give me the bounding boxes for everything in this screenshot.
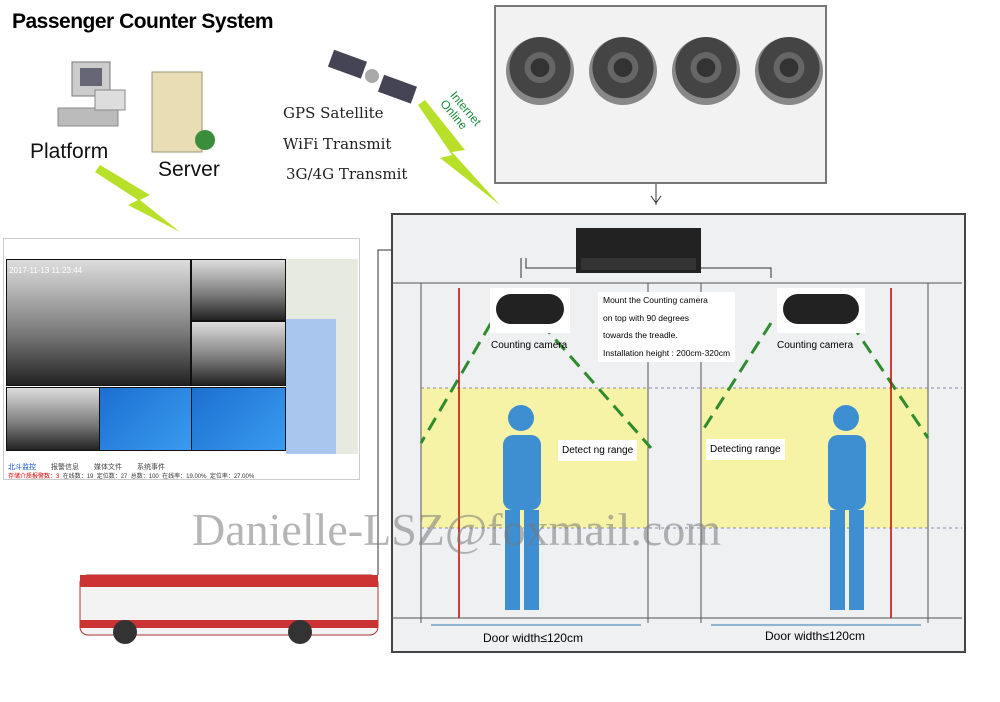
counting-camera-left-icon (490, 288, 570, 333)
note-line: towards the treadle. (603, 330, 678, 340)
wifi-label: WiFi Transmit (283, 135, 392, 153)
tab-alarm[interactable]: 报警信息 (51, 464, 79, 471)
note-line: Mount the Counting camera (603, 295, 708, 305)
mdvr-device (576, 228, 701, 273)
dome-camera-icon (755, 37, 823, 105)
monitoring-software-screenshot: 2017-11-13 11:23:44 北斗监控 报警信息 媒体文件 系统事件 … (3, 238, 360, 480)
watermark: Danielle-LSZ@foxmail.com (192, 504, 722, 555)
software-tabs: 北斗监控 报警信息 媒体文件 系统事件 (8, 462, 165, 472)
note-line: Installation height : 200cm-320cm (603, 347, 731, 358)
human-figure-left (503, 405, 541, 610)
status-online: 在线数：19 (62, 474, 94, 480)
door-width-right: Door width≤120cm (765, 629, 865, 643)
computer-icon (57, 61, 126, 127)
detecting-range-right: Detecting range (706, 439, 785, 460)
video-timestamp: 2017-11-13 11:23:44 (9, 266, 83, 275)
dome-camera-group (494, 5, 827, 184)
tab-monitor[interactable]: 北斗监控 (8, 464, 36, 471)
human-figure-right (828, 405, 866, 610)
dome-camera-icon (672, 37, 740, 105)
status-located-rate: 定位率：27.00% (209, 474, 255, 480)
tab-events[interactable]: 系统事件 (137, 464, 165, 471)
installation-note: Mount the Counting camera on top with 90… (598, 292, 735, 362)
counting-camera-left-label: Counting camera (491, 340, 568, 351)
satellite-icon (327, 49, 417, 104)
bus-icon (79, 574, 379, 644)
map-panel[interactable] (286, 259, 358, 454)
video-5 (99, 387, 192, 451)
video-6 (191, 387, 286, 451)
cellular-label: 3G/4G Transmit (286, 165, 408, 183)
installation-lines (391, 228, 962, 626)
status-alarm: 存储介质报警数：3 (8, 474, 60, 480)
status-bar: 存储介质报警数：3 在线数：19 定位数：27 总数：100 在线率：19.00… (8, 471, 254, 480)
status-total: 总数：100 (130, 474, 159, 480)
lightning-bolt (95, 100, 500, 232)
video-3 (191, 321, 286, 386)
status-located: 定位数：27 (96, 474, 128, 480)
detecting-range-left: Detect ng range (558, 440, 638, 461)
server-icon (151, 71, 215, 153)
video-2 (191, 259, 286, 321)
dome-camera-icon (589, 37, 657, 105)
door-width-left: Door width≤120cm (483, 631, 583, 645)
gps-label: GPS Satellite (283, 104, 384, 122)
page-title: Passenger Counter System (12, 10, 274, 33)
note-line: on top with 90 degrees (603, 312, 690, 323)
status-online-rate: 在线率：19.00% (162, 474, 207, 480)
server-label: Server (158, 158, 220, 181)
counting-camera-right-icon (777, 288, 865, 333)
tab-media[interactable]: 媒体文件 (94, 464, 122, 471)
counting-camera-right-label: Counting camera (777, 340, 854, 351)
video-main: 2017-11-13 11:23:44 (6, 259, 191, 386)
dome-camera-icon (506, 37, 574, 105)
platform-label: Platform (30, 140, 109, 163)
video-4 (6, 387, 100, 451)
